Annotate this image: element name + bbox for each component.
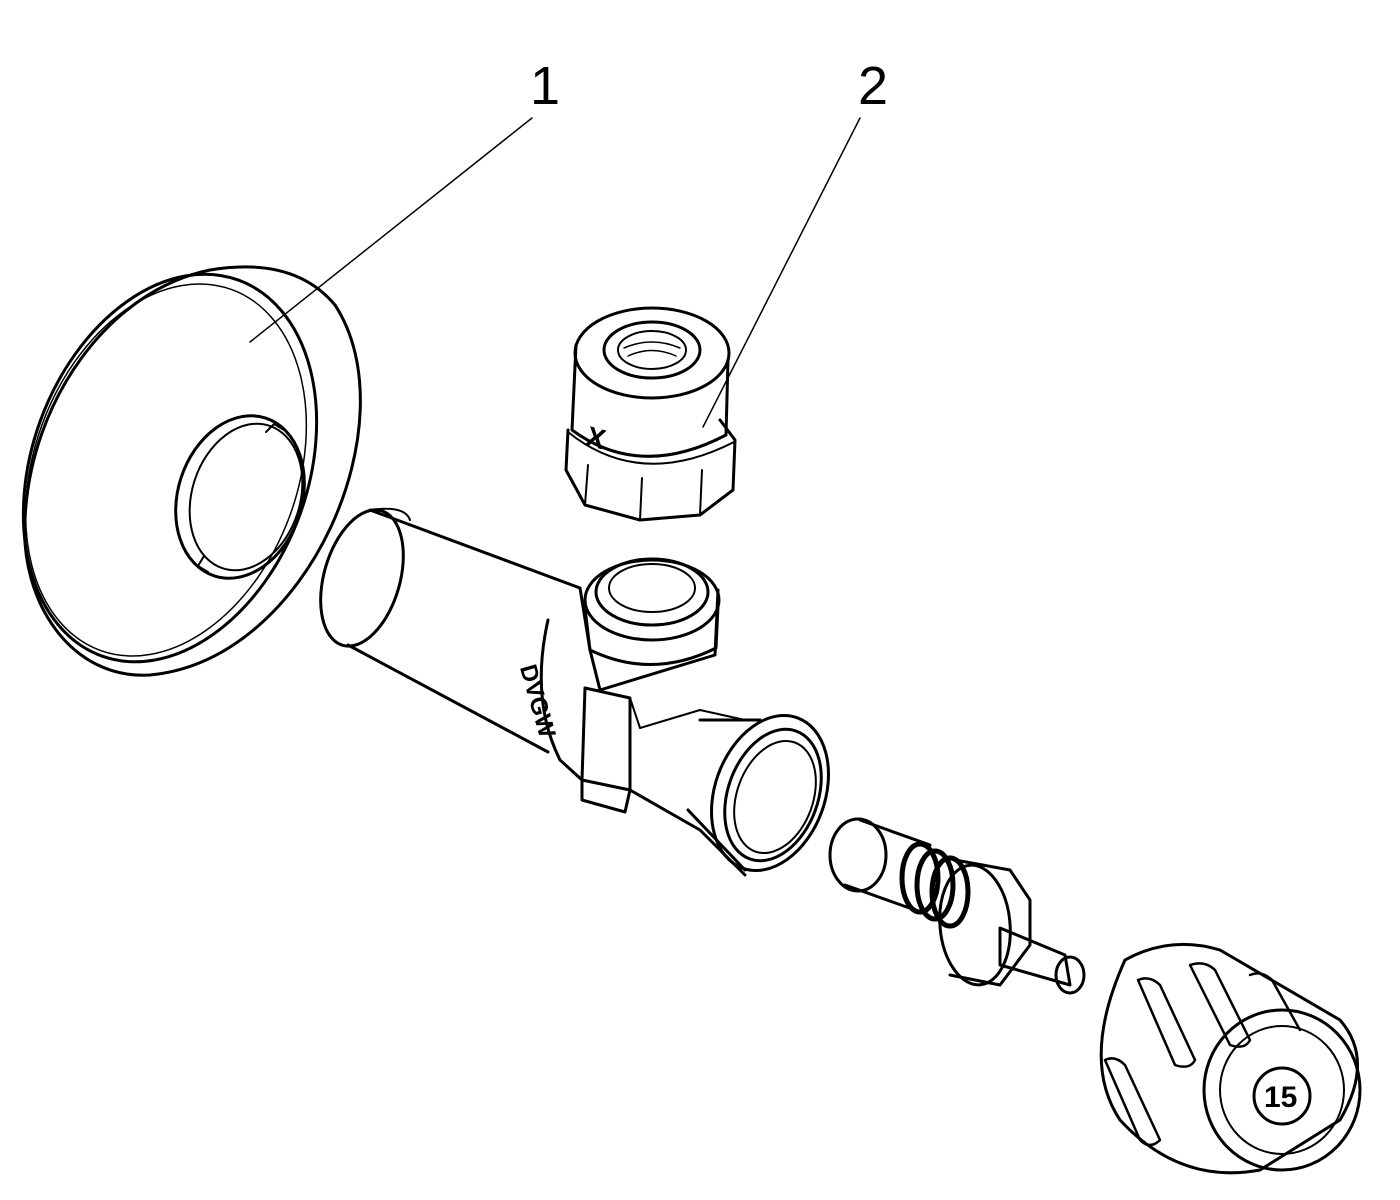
nut-bore-thread-2 bbox=[627, 349, 677, 357]
rosette-face-inner-line bbox=[24, 283, 308, 657]
valve-inlet-cylinder bbox=[346, 508, 582, 754]
knob-grip-slot-1 bbox=[1188, 962, 1252, 1048]
escutcheon-rosette bbox=[21, 265, 362, 677]
nut-top-face bbox=[573, 306, 731, 400]
cartridge-flange bbox=[938, 863, 1012, 987]
rosette-rim bbox=[23, 265, 362, 677]
valve-body-block bbox=[539, 618, 747, 877]
cartridge-oring-1 bbox=[899, 841, 941, 915]
cartridge-head bbox=[828, 817, 888, 893]
angle-valve-body: DVGW bbox=[319, 507, 830, 877]
valve-top-neck bbox=[583, 604, 720, 666]
knob-badge-text: 15 bbox=[1264, 1081, 1297, 1114]
knob-grip-slot-4 bbox=[1248, 972, 1302, 1032]
rosette-hole-inner bbox=[188, 422, 304, 572]
leader-line-2 bbox=[702, 117, 861, 428]
cartridge-hex bbox=[948, 858, 1032, 987]
rosette-center-hole bbox=[174, 414, 306, 580]
knob-cap bbox=[1202, 1008, 1362, 1172]
callout-2: 2 bbox=[858, 56, 888, 116]
rosette-hole-notch-bottom bbox=[197, 555, 209, 573]
rosette-hole-notch-top bbox=[265, 423, 285, 433]
compression-nut: X bbox=[564, 306, 737, 522]
callout-leaders bbox=[249, 117, 861, 428]
nut-top-inner bbox=[602, 320, 702, 380]
knob-cap-inner bbox=[1219, 1025, 1345, 1155]
cartridge-oring-2 bbox=[914, 848, 956, 922]
valve-top-bore bbox=[608, 563, 696, 613]
knob-grip-slot-2 bbox=[1136, 977, 1197, 1068]
valve-body-side bbox=[629, 697, 746, 729]
nut-bore bbox=[617, 330, 687, 370]
valve-outlet-bore bbox=[733, 739, 817, 855]
nut-mark-text: X bbox=[583, 420, 609, 455]
nut-cone-body bbox=[570, 343, 730, 458]
handle-knob: 15 bbox=[1099, 942, 1362, 1175]
callout-1: 1 bbox=[530, 56, 560, 116]
valve-top-collar-inner bbox=[594, 557, 710, 627]
cartridge-oring-3 bbox=[929, 855, 971, 929]
knob-body bbox=[1099, 942, 1359, 1175]
valve-cartridge bbox=[828, 817, 1086, 995]
valve-outlet-ring bbox=[710, 714, 830, 872]
nut-hex-edge-3 bbox=[699, 469, 703, 516]
valve-stamp-text: DVGW bbox=[514, 662, 561, 742]
cartridge-barrel bbox=[843, 818, 932, 912]
nut-bore-thread-1 bbox=[623, 341, 681, 349]
cartridge-spindle-tip bbox=[1054, 955, 1086, 995]
valve-outlet-ring-inner bbox=[723, 727, 823, 863]
nut-hex-top-line bbox=[567, 431, 735, 465]
nut-hex-edge-2 bbox=[639, 477, 643, 521]
cartridge-spindle bbox=[998, 926, 1072, 987]
valve-inlet-end-cap bbox=[369, 507, 411, 521]
nut-hex-edge-1 bbox=[584, 464, 589, 506]
knob-badge bbox=[1252, 1066, 1312, 1126]
valve-body-lever bbox=[580, 686, 632, 792]
nut-hex-base bbox=[564, 418, 737, 522]
leader-line-1 bbox=[249, 117, 533, 343]
knob-grip-slot-3 bbox=[1103, 1057, 1162, 1147]
valve-inlet-end bbox=[319, 508, 405, 648]
